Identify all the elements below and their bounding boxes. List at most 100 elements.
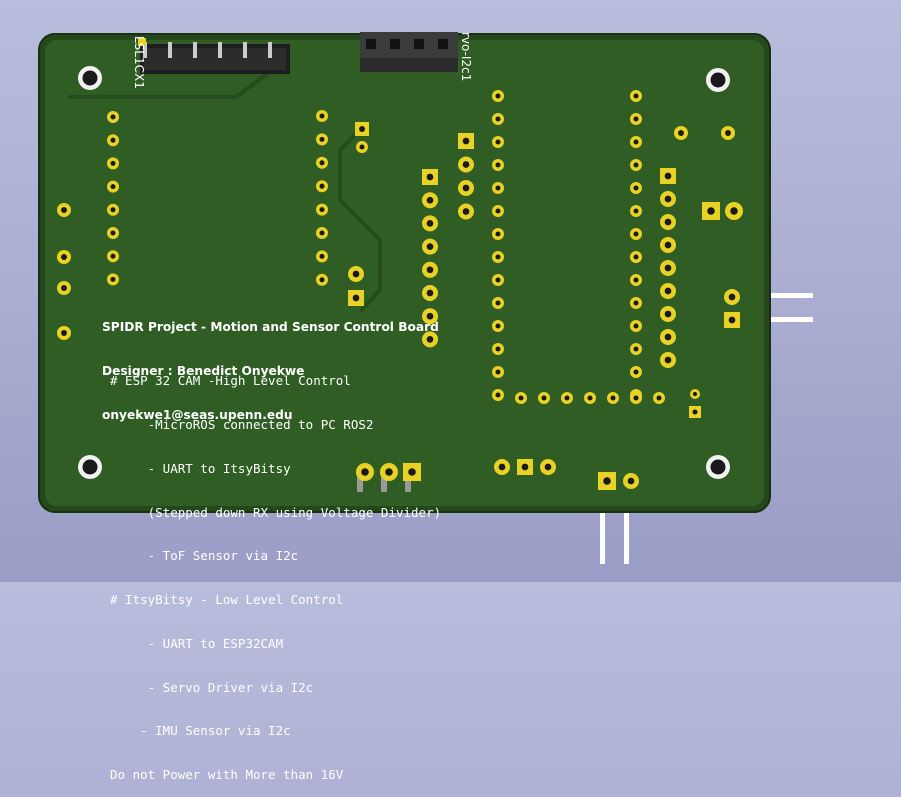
pad-drill-hole	[61, 254, 67, 260]
pad-drill-hole	[725, 130, 731, 136]
pad-drill-hole	[633, 116, 639, 122]
silk-email: onyekwe1@seas.upenn.edu	[102, 407, 293, 422]
pad-drill-hole	[319, 160, 325, 166]
pcb-render	[38, 32, 813, 564]
pad-drill-hole	[408, 468, 416, 476]
pad-drill-hole	[495, 185, 501, 191]
pad-drill-hole	[462, 184, 470, 192]
pad-drill-hole	[61, 285, 67, 291]
pad-drill-hole	[730, 207, 738, 215]
pad-drill-hole	[359, 126, 365, 132]
pad-drill-hole	[728, 293, 736, 301]
pad-drill-hole	[495, 392, 501, 398]
bottom-pin-headers	[600, 508, 629, 564]
pad-drill-hole	[633, 139, 639, 145]
pad-drill-hole	[319, 277, 325, 283]
silk-note-line: - IMU Sensor via I2c	[110, 723, 291, 739]
pad-drill-hole	[664, 218, 672, 226]
pad-drill-hole	[587, 395, 593, 401]
pad-drill-hole	[633, 93, 639, 99]
pad-drill-hole	[633, 208, 639, 214]
mounting-holes	[78, 66, 730, 479]
pad-drill-hole	[633, 185, 639, 191]
pad-drill-hole	[319, 207, 325, 213]
pad-drill-hole	[564, 395, 570, 401]
pad-drill-hole	[426, 220, 434, 227]
servo-i2c-header	[360, 32, 458, 72]
pad-drill-hole	[385, 468, 393, 476]
pad-drill-hole	[426, 196, 434, 204]
silk-note-line: -MicroROS connected to PC ROS2	[110, 416, 374, 432]
pad-drill-hole	[664, 333, 672, 341]
silk-project-title: SPIDR Project - Motion and Sensor Contro…	[102, 320, 439, 335]
pad-drill-hole	[633, 369, 639, 375]
pad-drill-hole	[633, 323, 639, 329]
pad-drill-hole	[664, 241, 672, 249]
pad-drill-hole	[462, 137, 470, 145]
silk-note-line: Do not Power with More than 16V	[110, 767, 344, 783]
pad-drill-hole	[359, 144, 365, 150]
pad-drill-hole	[603, 477, 611, 485]
pad-drill-hole	[110, 276, 116, 282]
pad-drill-hole	[664, 172, 672, 180]
servo-header-label: rvo-I2c1	[459, 32, 473, 82]
solder-pads	[57, 90, 743, 490]
silkscreen-notes: # ESP 32 CAM -High Level Control -MicroR…	[110, 345, 441, 797]
left-header-label: LSL1CX1	[132, 36, 146, 89]
silk-note-line: # ESP 32 CAM -High Level Control	[110, 373, 351, 389]
pad-drill-hole	[664, 195, 672, 203]
pad-drill-hole	[495, 162, 501, 168]
pad-drill-hole	[426, 173, 434, 181]
pad-drill-hole	[426, 312, 434, 320]
pad-drill-hole	[110, 160, 116, 166]
pad-drill-hole	[426, 266, 434, 274]
pad-drill-hole	[664, 310, 672, 318]
left-angled-header	[138, 38, 290, 74]
silk-note-line: # ItsyBitsy - Low Level Control	[110, 592, 344, 608]
pad-drill-hole	[495, 139, 501, 145]
pad-drill-hole	[692, 409, 698, 415]
pad-drill-hole	[110, 184, 116, 190]
pad-drill-hole	[633, 300, 639, 306]
pad-drill-hole	[541, 395, 547, 401]
silk-note-line: - UART to ItsyBitsy	[110, 460, 291, 476]
pad-drill-hole	[633, 277, 639, 283]
pad-drill-hole	[692, 391, 698, 397]
pad-drill-hole	[728, 316, 736, 324]
pad-drill-hole	[633, 346, 639, 352]
pad-drill-hole	[495, 93, 501, 99]
pad-drill-hole	[426, 243, 434, 250]
pad-drill-hole	[319, 183, 325, 189]
pad-drill-hole	[518, 395, 524, 401]
pad-drill-hole	[110, 253, 116, 259]
silk-note-line: - UART to ESP32CAM	[110, 635, 284, 651]
pad-drill-hole	[495, 116, 501, 122]
pad-drill-hole	[361, 468, 369, 476]
pad-drill-hole	[495, 346, 501, 352]
pad-drill-hole	[495, 323, 501, 329]
board-surface	[45, 40, 764, 506]
pad-drill-hole	[627, 477, 635, 485]
silk-note-line: - ToF Sensor via I2c	[110, 548, 299, 564]
pad-drill-hole	[110, 230, 116, 236]
pad-drill-hole	[426, 336, 434, 343]
copper-traces	[68, 66, 382, 312]
pad-drill-hole	[498, 463, 506, 471]
pad-drill-hole	[495, 300, 501, 306]
pad-drill-hole	[110, 114, 116, 120]
pad-drill-hole	[495, 277, 501, 283]
bottom-servo-pins	[357, 476, 411, 492]
pad-drill-hole	[495, 254, 501, 260]
pad-drill-hole	[633, 395, 639, 401]
pad-drill-hole	[462, 208, 470, 215]
pad-drill-hole	[352, 294, 360, 302]
silk-note-line: (Stepped down RX using Voltage Divider)	[110, 504, 442, 520]
pad-drill-hole	[110, 207, 116, 213]
pad-drill-hole	[664, 356, 672, 364]
silk-note-line: - Servo Driver via I2c	[110, 679, 314, 695]
silkscreen-header: SPIDR Project - Motion and Sensor Contro…	[102, 291, 439, 437]
silk-designer: Designer : Benedict Onyekwe	[102, 363, 305, 378]
right-pin-headers	[768, 293, 813, 322]
pad-drill-hole	[426, 289, 434, 297]
pad-drill-hole	[352, 270, 360, 278]
